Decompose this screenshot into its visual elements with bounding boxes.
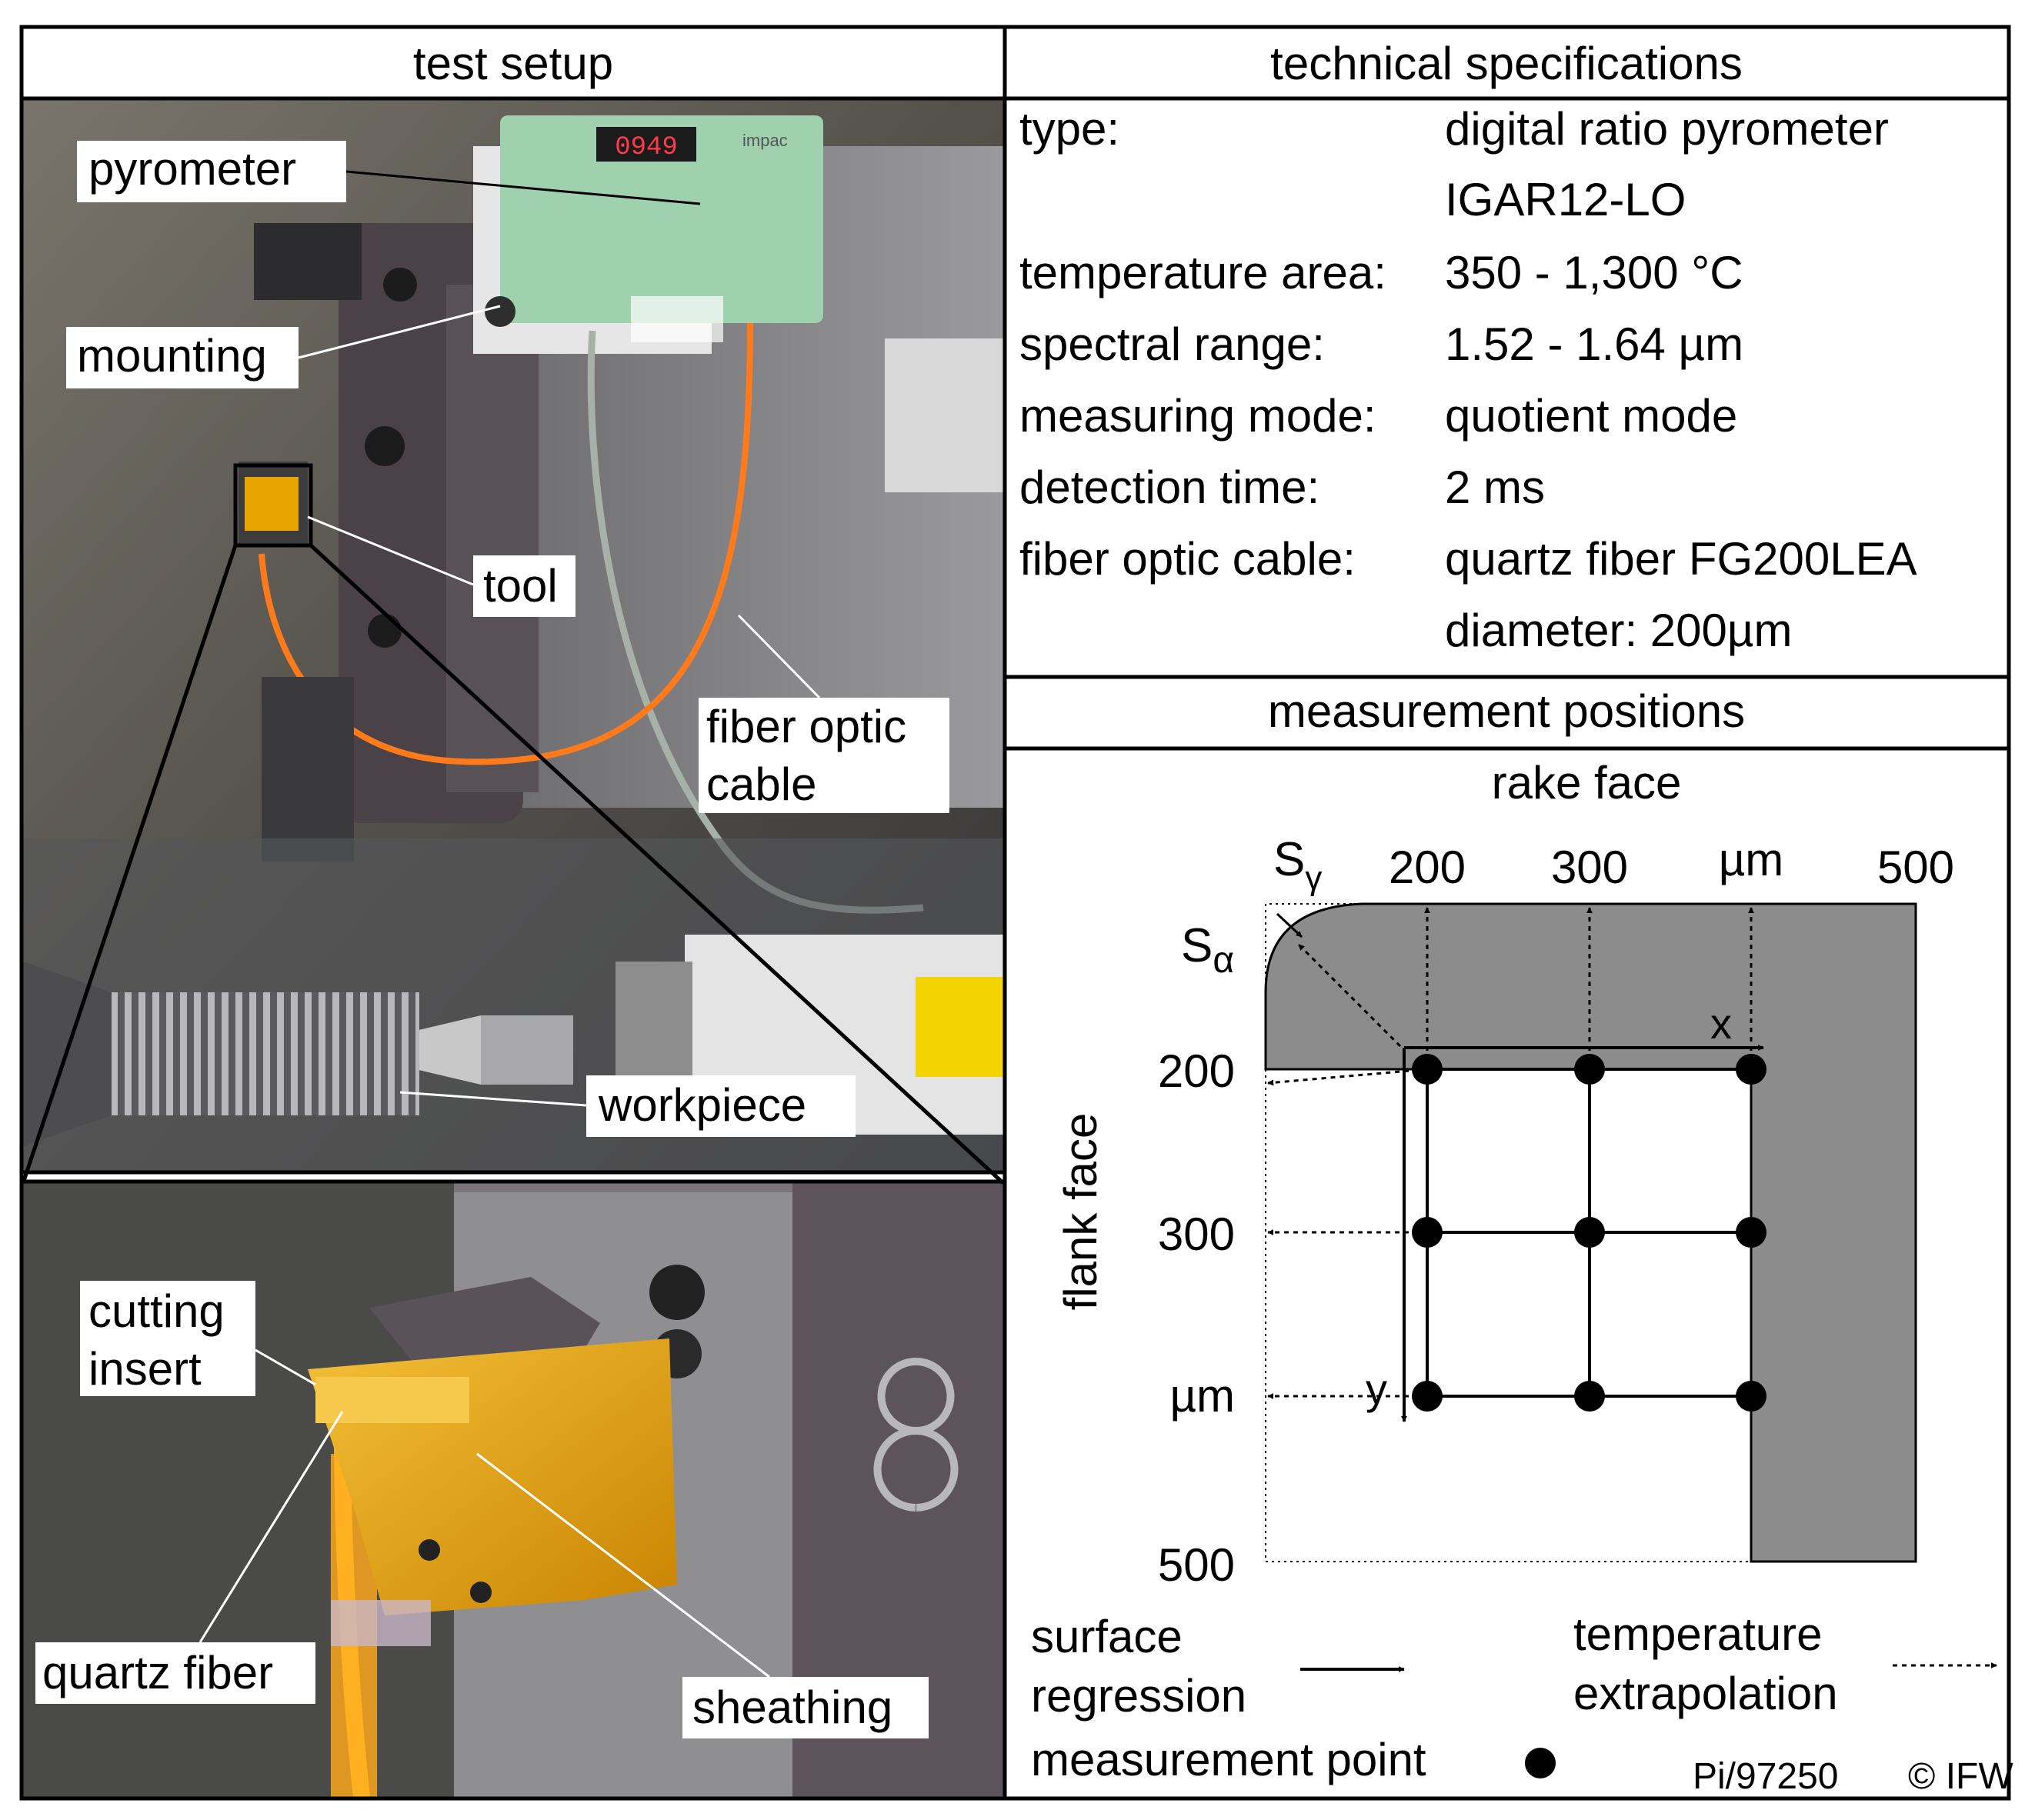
measurement-point	[1736, 1054, 1766, 1085]
temperature-extrapolation-arrows	[1267, 907, 1754, 1399]
spec-value-measuring-mode: quotient mode	[1445, 390, 1737, 442]
svg-text:insert: insert	[88, 1343, 202, 1395]
spec-key-fiber-optic-cable: fiber optic cable:	[1019, 533, 1356, 585]
spec-key-spectral-range: spectral range:	[1019, 318, 1325, 370]
photo-label-mounting: mounting	[66, 305, 501, 388]
svg-text:sheathing: sheathing	[692, 1682, 892, 1733]
legend-temperature-extrapolation-line2: extrapolation	[1573, 1668, 1838, 1719]
pyrometer-display	[596, 127, 696, 162]
measurement-points	[1412, 1054, 1766, 1412]
svg-text:mounting: mounting	[77, 330, 267, 382]
figure-borders	[19, 25, 2011, 1801]
pyrometer-housing	[500, 115, 823, 323]
measurement-point	[1736, 1381, 1766, 1412]
tool-tape	[245, 477, 299, 531]
spec-value-detection-time: 2 ms	[1445, 462, 1545, 513]
left-tick: 500	[1158, 1539, 1235, 1591]
svg-text:quartz fiber: quartz fiber	[42, 1647, 273, 1698]
spec-table: type: digital ratio pyrometer IGAR12-LO …	[1019, 103, 1917, 656]
svg-text:fiber optic: fiber optic	[706, 701, 906, 752]
photo-label-workpiece: workpiece	[399, 1075, 856, 1137]
workpiece-body	[112, 992, 419, 1115]
top-tick: µm	[1719, 834, 1784, 885]
measurement-diagram: rake face flank face x y	[1055, 757, 1954, 1591]
photo-label-sheathing: sheathing	[476, 1452, 929, 1738]
pyrometer-display-value: 0949	[615, 133, 678, 162]
svg-text:cutting: cutting	[88, 1285, 225, 1337]
legend-surface-regression-line1: surface	[1031, 1611, 1183, 1662]
header-test-setup: test setup	[413, 38, 613, 89]
figure-reference: Pi/97250	[1693, 1756, 1839, 1797]
spec-value-temperature-area: 350 - 1,300 °C	[1445, 247, 1743, 298]
header-technical-specifications: technical specifications	[1270, 38, 1743, 89]
top-tick: 500	[1877, 842, 1954, 893]
spec-key-temperature-area: temperature area:	[1019, 247, 1386, 298]
measurement-point	[1574, 1381, 1605, 1412]
measurement-point	[1736, 1217, 1766, 1248]
s-alpha-label: Sα	[1181, 919, 1234, 981]
svg-text:pyrometer: pyrometer	[88, 143, 296, 195]
spec-value-type-line1: digital ratio pyrometer	[1445, 103, 1889, 155]
spec-key-measuring-mode: measuring mode:	[1019, 390, 1376, 442]
fiber-optic-cable-line	[259, 322, 753, 765]
measurement-point	[1412, 1381, 1443, 1412]
legend-point-dot	[1525, 1748, 1556, 1778]
legend-measurement-point: measurement point	[1031, 1734, 1426, 1785]
tool-zoom-box	[233, 463, 313, 548]
spec-value-spectral-range: 1.52 - 1.64 µm	[1445, 318, 1743, 370]
svg-text:cable: cable	[706, 758, 816, 810]
top-tick: 300	[1551, 842, 1628, 893]
measurement-point	[1574, 1054, 1605, 1085]
x-axis-label: x	[1710, 999, 1732, 1048]
left-tick: µm	[1169, 1370, 1235, 1422]
header-measurement-positions: measurement positions	[1268, 685, 1745, 737]
photo-label-pyrometer: pyrometer	[77, 141, 701, 205]
photo-label-cutting-insert: cutting insert	[80, 1281, 316, 1396]
spec-value-fiber-optic-cable-line2: diameter: 200µm	[1445, 605, 1792, 656]
legend-temperature-extrapolation-line1: temperature	[1573, 1608, 1823, 1660]
left-tick: 200	[1158, 1045, 1235, 1097]
test-setup-photo: 0949 impac	[23, 100, 1003, 1171]
legend-surface-regression-line2: regression	[1031, 1670, 1246, 1722]
legend: surface regression temperature extrapola…	[1031, 1608, 1997, 1785]
svg-text:tool: tool	[483, 560, 558, 612]
pyrometer-brand: impac	[742, 131, 788, 150]
rake-face-label: rake face	[1492, 757, 1682, 808]
s-gamma-label: Sγ	[1273, 833, 1322, 897]
spec-key-type: type:	[1019, 103, 1119, 155]
photo-label-quartz-fiber: quartz fiber	[35, 1411, 344, 1704]
measurement-point	[1412, 1217, 1443, 1248]
spec-value-type-line2: IGAR12-LO	[1445, 174, 1686, 225]
photo-label-tool: tool	[307, 515, 575, 617]
y-axis-label: y	[1366, 1365, 1387, 1413]
spec-key-detection-time: detection time:	[1019, 462, 1319, 513]
svg-text:workpiece: workpiece	[598, 1079, 806, 1131]
flank-face-label: flank face	[1055, 1113, 1106, 1311]
spec-value-fiber-optic-cable-line1: quartz fiber FG200LEA	[1445, 533, 1917, 585]
left-tick: 300	[1158, 1208, 1235, 1260]
warning-plate	[885, 338, 1003, 492]
measurement-point	[1412, 1054, 1443, 1085]
photo-label-fiber-optic-cable: fiber optic cable	[699, 614, 949, 813]
measurement-point	[1574, 1217, 1605, 1248]
copyright: © IFW	[1908, 1756, 2013, 1797]
top-tick: 200	[1389, 842, 1466, 893]
